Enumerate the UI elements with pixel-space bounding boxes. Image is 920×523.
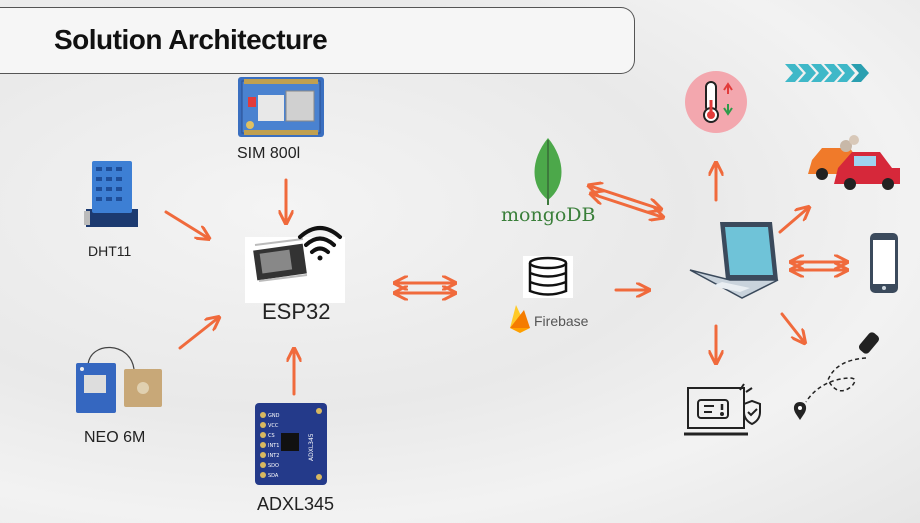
dht11-sensor	[84, 161, 140, 229]
adxl345-label: ADXL345	[257, 494, 335, 514]
arrow-dht11-to-esp32	[164, 210, 208, 238]
firebase-flame-icon	[510, 305, 530, 333]
esp32-label: ESP32	[262, 299, 331, 324]
svg-text:CS: CS	[268, 433, 275, 439]
neo6m-gps-module	[76, 345, 166, 413]
title-bar	[0, 7, 635, 74]
database-icon	[523, 256, 573, 298]
firebase-label: Firebase	[534, 313, 589, 329]
svg-text:GND: GND	[268, 413, 280, 419]
dht11-label: DHT11	[88, 243, 132, 259]
svg-text:VCC: VCC	[268, 423, 279, 429]
svg-text:INT2: INT2	[268, 453, 279, 459]
sim800l-label: SIM 800l	[237, 145, 301, 162]
svg-text:SDO: SDO	[268, 463, 279, 469]
alert-monitor-icon	[684, 383, 761, 436]
esp32-board	[245, 237, 345, 303]
thermometer-icon	[685, 71, 747, 133]
arrow-laptop-to-route	[780, 312, 804, 342]
neo6m-label: NEO 6M	[84, 429, 146, 446]
adxl345-board-text: ADXL345	[308, 433, 315, 461]
route-icon	[793, 332, 880, 420]
mongodb-label: mongoDB	[501, 204, 596, 226]
car-crash-icon	[808, 135, 900, 190]
page-title: Solution Architecture	[54, 24, 328, 55]
sim800l-module	[238, 77, 324, 137]
smartphone-icon	[870, 233, 898, 293]
arrow-mongodb-to-laptop	[590, 186, 660, 209]
svg-text:INT1: INT1	[268, 443, 279, 449]
laptop-icon	[689, 222, 779, 299]
arrow-laptop-to-car-crash	[778, 208, 808, 234]
arrow-neo6m-to-esp32	[178, 318, 218, 350]
svg-text:SDA: SDA	[268, 473, 279, 479]
mongodb-leaf-icon	[534, 138, 562, 205]
